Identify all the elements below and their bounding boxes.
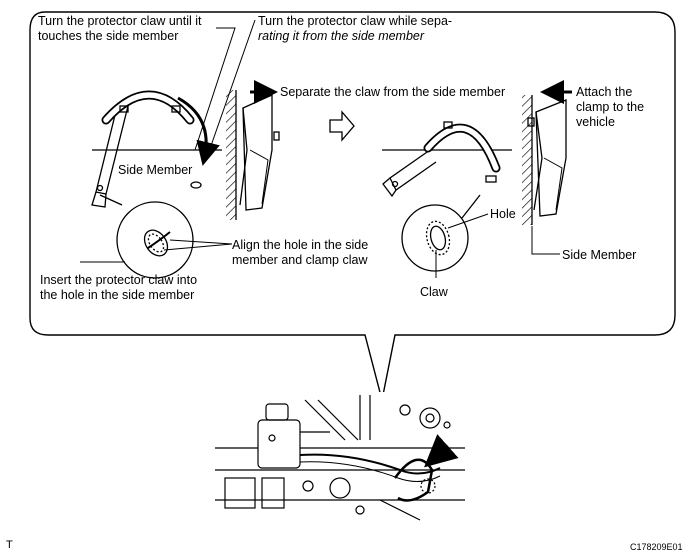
- corner-mark: T: [6, 539, 13, 551]
- right-side-member-illustration: [522, 95, 567, 225]
- callout-frame: [29, 11, 676, 401]
- label-turn-while-sep-line1: Turn the protector claw while sepa-: [258, 14, 453, 28]
- right-magnifier: [401, 194, 481, 278]
- label-insert-line2: the hole in the side member: [40, 288, 195, 302]
- leader-side-member-right: [531, 226, 560, 255]
- label-align-line1: Align the hole in the side: [232, 238, 369, 252]
- label-insert-line1: Insert the protector claw into: [40, 273, 198, 287]
- label-insert-claw: Insert the protector claw into the hole …: [40, 273, 197, 303]
- leader-hole: [447, 213, 489, 229]
- label-side-member-right: Side Member: [562, 248, 637, 262]
- label-separate-claw: Separate the claw from the side member: [280, 85, 506, 99]
- figure-code: C178209E01: [630, 542, 683, 552]
- right-protector-illustration: [382, 121, 512, 198]
- leader-align: [163, 239, 233, 251]
- label-turn-until-touch-line2: touches the side member: [38, 29, 179, 43]
- label-turn-until-touch-line1: Turn the protector claw until it: [38, 14, 202, 28]
- label-claw: Claw: [420, 285, 448, 299]
- vehicle-inset: [210, 392, 468, 521]
- inset-arrow: [424, 434, 459, 468]
- label-turn-while-separating: Turn the protector claw while sepa- rati…: [258, 14, 452, 44]
- label-side-member-left: Side Member: [118, 163, 193, 177]
- label-align-hole: Align the hole in the side member and cl…: [232, 238, 368, 268]
- label-turn-until-touch: Turn the protector claw until it touches…: [38, 14, 202, 44]
- rotate-arrow: [177, 96, 220, 166]
- label-hole: Hole: [490, 207, 516, 221]
- label-attach-line3: vehicle: [576, 115, 615, 129]
- center-side-member-illustration: [226, 90, 280, 220]
- leader-turn-until: [194, 27, 236, 151]
- label-attach-line2: clamp to the: [576, 100, 645, 114]
- label-turn-while-sep-line2: rating it from the side member: [258, 29, 425, 43]
- step-arrow: [329, 110, 355, 142]
- left-magnifier: [99, 194, 194, 279]
- label-attach-clamp: Attach the clamp to the vehicle: [576, 85, 644, 130]
- left-protector-illustration: [91, 90, 222, 208]
- label-align-line2: member and clamp claw: [232, 253, 368, 267]
- label-attach-line1: Attach the: [576, 85, 633, 99]
